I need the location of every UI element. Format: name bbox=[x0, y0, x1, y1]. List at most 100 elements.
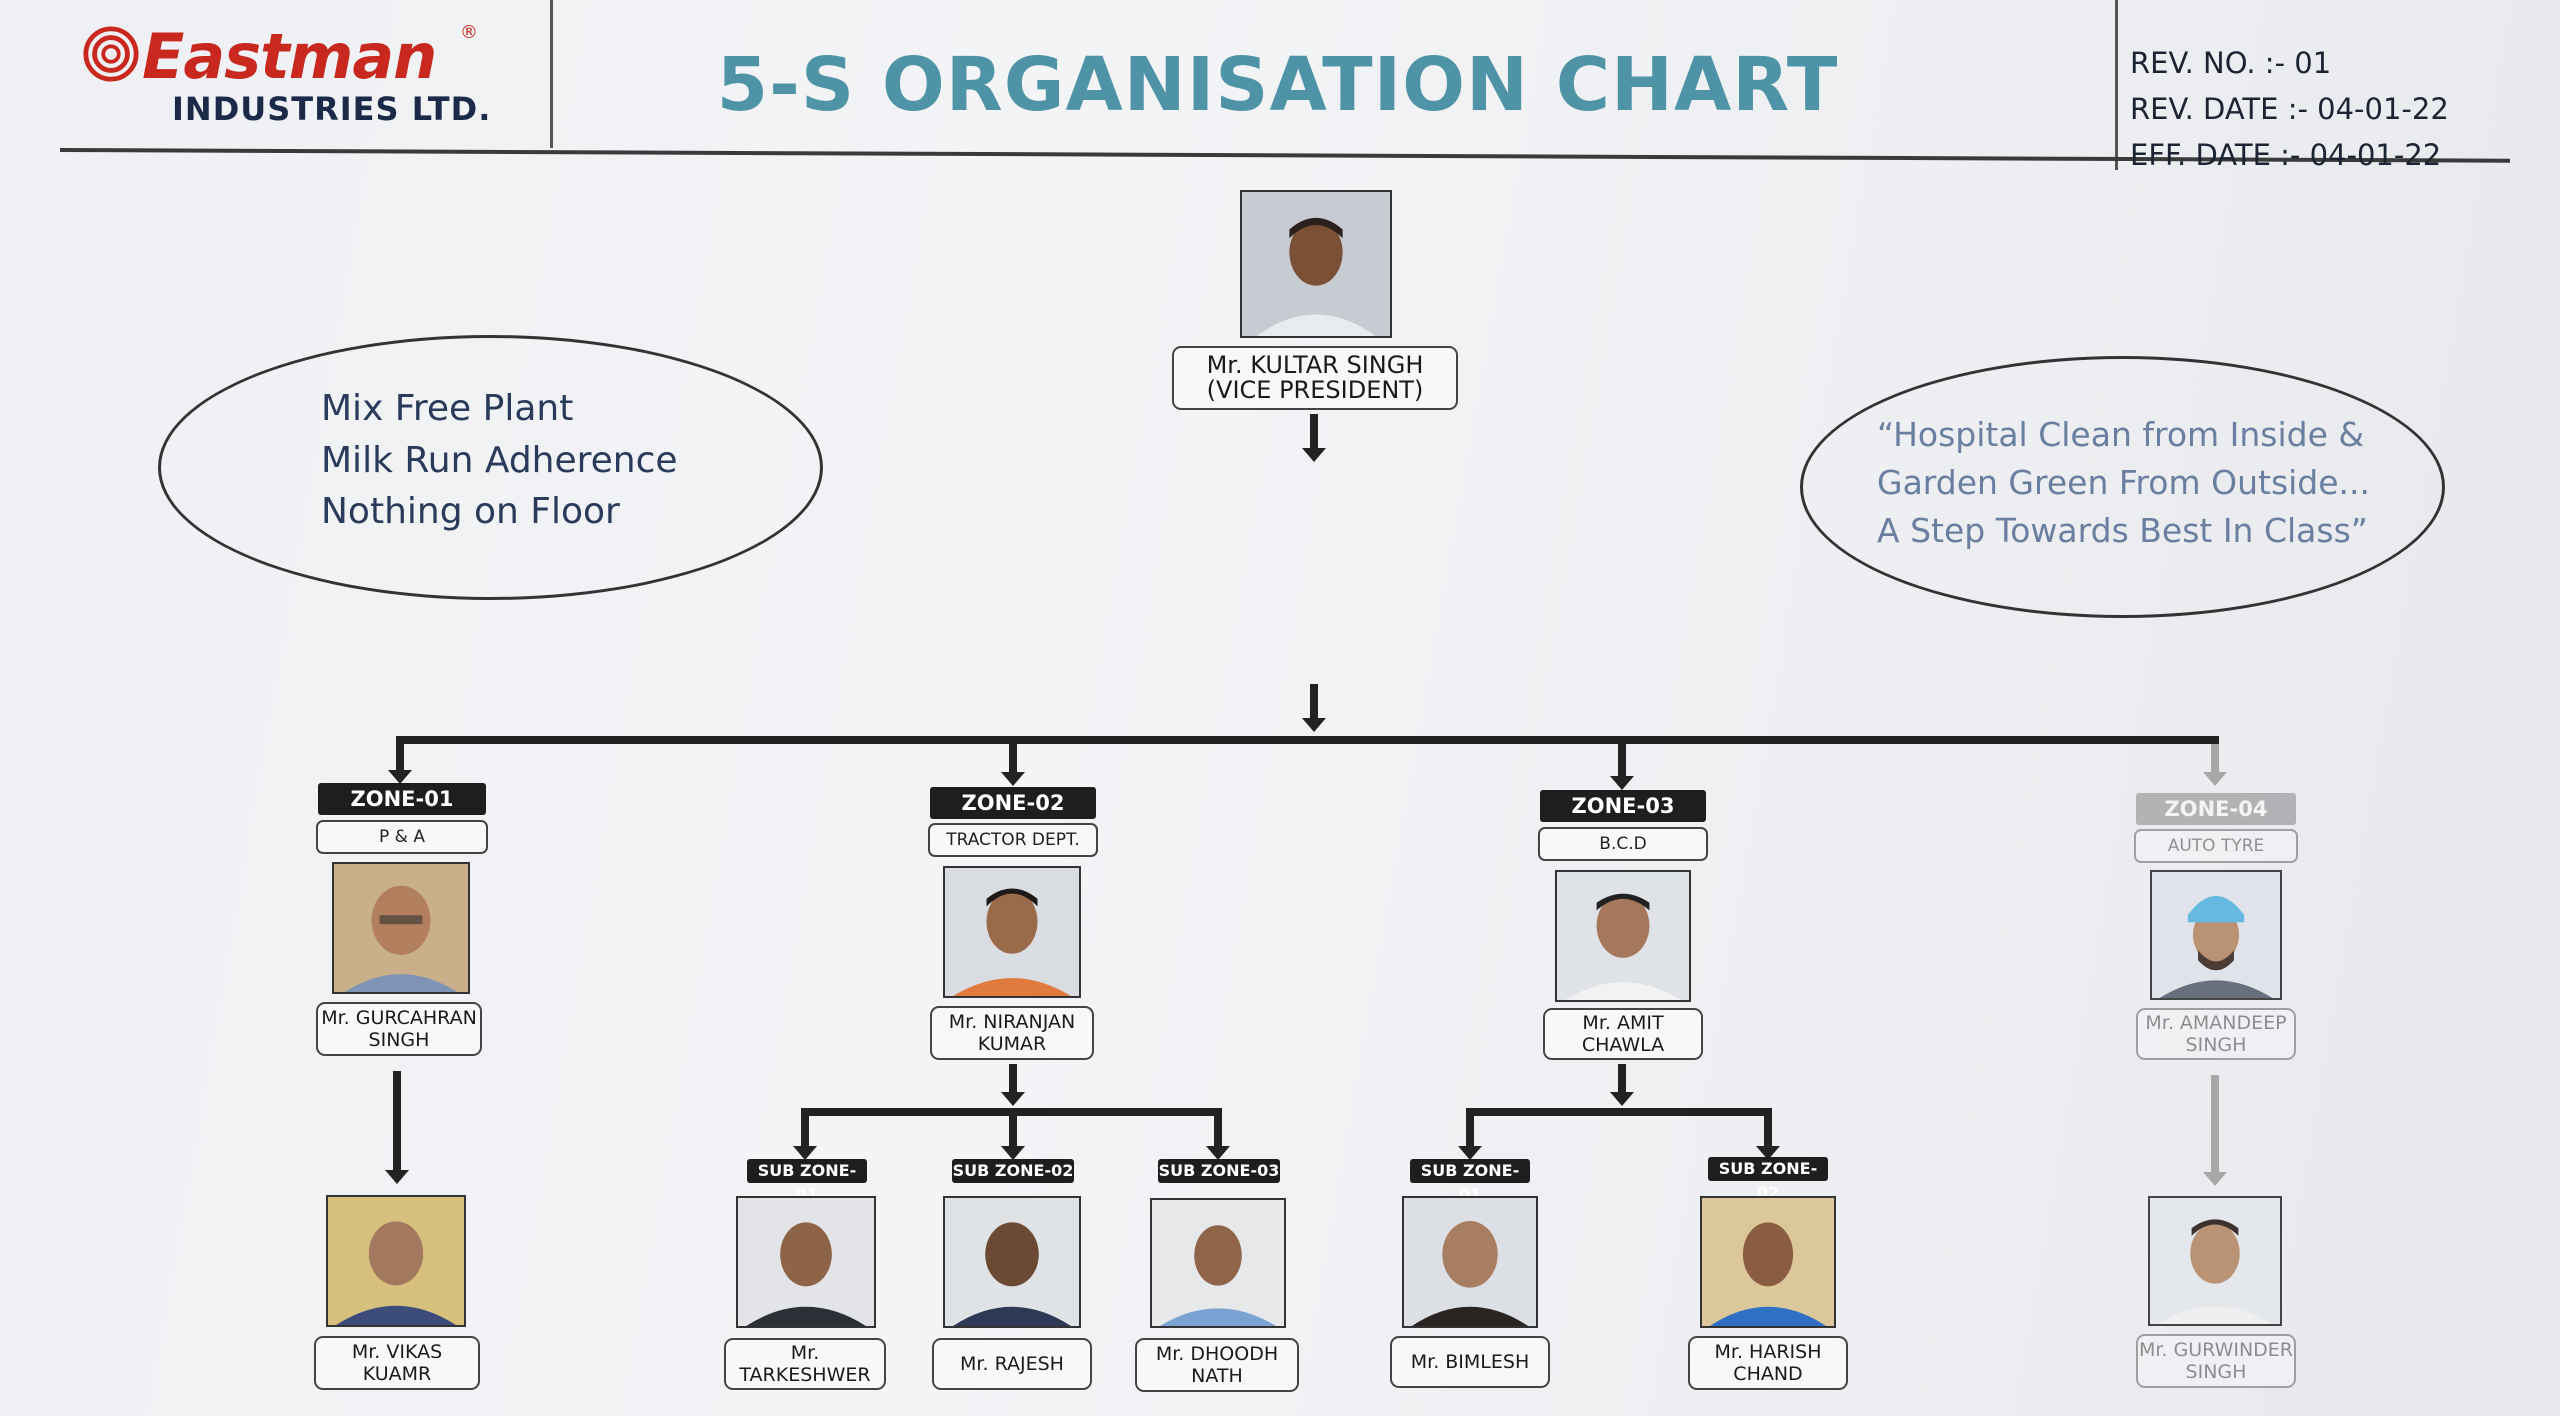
rev-row: REV. DATE :- 04-01-22 bbox=[2130, 92, 2449, 126]
namebox-zone03-head: Mr. AMIT CHAWLA bbox=[1543, 1008, 1703, 1060]
goal-text: Mix Free Plant bbox=[321, 388, 574, 429]
person-name: Mr. AMIT bbox=[1582, 1012, 1664, 1034]
dept-label: B.C.D bbox=[1538, 827, 1708, 861]
namebox-zone02-sub02: Mr. RAJESH bbox=[932, 1338, 1092, 1390]
namebox-zone04-sub: Mr. GURWINDER SINGH bbox=[2136, 1334, 2296, 1388]
photo-zone03-sub02 bbox=[1700, 1196, 1836, 1328]
header-divider bbox=[550, 0, 553, 148]
person-name: Mr. TARKESHWER bbox=[739, 1342, 871, 1386]
arrow-head bbox=[2203, 1172, 2227, 1186]
arrow-head bbox=[1001, 772, 1025, 786]
arrow-head bbox=[793, 1146, 817, 1160]
photo-zone03-head bbox=[1555, 870, 1691, 1002]
person-name: Mr. NIRANJAN bbox=[948, 1011, 1076, 1033]
rev-row: EFF. DATE :- 04-01-22 bbox=[2130, 138, 2442, 172]
dept-label: P & A bbox=[316, 820, 488, 854]
goal-text: Milk Run Adherence bbox=[321, 440, 678, 481]
eastman-swirl-icon bbox=[83, 26, 139, 82]
person-name: Mr. RAJESH bbox=[960, 1353, 1064, 1375]
subzone-label: SUB ZONE-03 bbox=[1158, 1159, 1280, 1183]
person-photo-icon bbox=[945, 1198, 1079, 1326]
brand-subtitle: INDUSTRIES LTD. bbox=[172, 90, 492, 128]
arrow-head bbox=[1458, 1146, 1482, 1160]
person-photo-icon bbox=[1152, 1200, 1284, 1326]
person-name: KUAMR bbox=[362, 1363, 432, 1385]
person-photo-icon bbox=[334, 864, 468, 992]
subzone-label: SUB ZONE-02 bbox=[952, 1159, 1074, 1183]
arrow-head bbox=[1610, 776, 1634, 790]
photo-zone02-sub01 bbox=[736, 1196, 876, 1328]
header-divider bbox=[2115, 0, 2118, 170]
dept-label: AUTO TYRE bbox=[2134, 829, 2298, 863]
subzone-label: SUB ZONE-01 bbox=[1410, 1159, 1530, 1204]
photo-zone01-sub bbox=[326, 1195, 466, 1327]
person-name: Mr. BIMLESH bbox=[1410, 1351, 1530, 1373]
subzone-label: SUB ZONE-01 bbox=[747, 1159, 867, 1204]
person-name: Mr. GURCAHRAN bbox=[321, 1007, 477, 1029]
person-role: (VICE PRESIDENT) bbox=[1206, 376, 1424, 404]
zone-label: ZONE-04 bbox=[2136, 793, 2296, 825]
person-photo-icon bbox=[2150, 1198, 2280, 1324]
namebox-zone03-sub01: Mr. BIMLESH bbox=[1390, 1336, 1550, 1388]
namebox-vice-president: Mr. KULTAR SINGH (VICE PRESIDENT) bbox=[1172, 346, 1458, 410]
zone-label: ZONE-01 bbox=[318, 783, 486, 815]
arrow-head bbox=[1610, 1092, 1634, 1106]
goals-ellipse: Mix Free Plant Milk Run Adherence Nothin… bbox=[158, 335, 823, 600]
person-name: Mr. HARISH bbox=[1714, 1341, 1822, 1363]
person-name: Mr. AMANDEEP bbox=[2145, 1012, 2287, 1034]
person-photo-icon bbox=[328, 1197, 464, 1325]
arrow-head bbox=[388, 770, 412, 784]
brand-name: Eastman bbox=[142, 20, 437, 93]
photo-zone02-head bbox=[943, 866, 1081, 998]
zone-label: ZONE-02 bbox=[930, 787, 1096, 819]
namebox-zone01-head: Mr. GURCAHRAN SINGH bbox=[316, 1002, 482, 1056]
person-name: CHAND bbox=[1733, 1363, 1803, 1385]
namebox-zone02-head: Mr. NIRANJAN KUMAR bbox=[930, 1006, 1094, 1060]
slogan-text: A Step Towards Best In Class” bbox=[1877, 511, 2368, 550]
person-name: SINGH bbox=[2185, 1361, 2247, 1383]
arrow-head bbox=[1206, 1146, 1230, 1160]
rev-row: REV. NO. :- 01 bbox=[2130, 46, 2332, 80]
person-photo-icon bbox=[738, 1198, 874, 1326]
arrow-head bbox=[1001, 1146, 1025, 1160]
photo-zone04-sub bbox=[2148, 1196, 2282, 1326]
arrow-head bbox=[1001, 1092, 1025, 1106]
namebox-zone02-sub03: Mr. DHOODH NATH bbox=[1135, 1338, 1299, 1392]
namebox-zone04-head: Mr. AMANDEEP SINGH bbox=[2136, 1008, 2296, 1060]
photo-vice-president bbox=[1240, 190, 1392, 338]
photo-zone02-sub03 bbox=[1150, 1198, 1286, 1328]
company-logo: Eastman ® INDUSTRIES LTD. bbox=[82, 20, 502, 140]
person-photo-icon bbox=[2152, 872, 2280, 998]
person-name: KUMAR bbox=[977, 1033, 1047, 1055]
person-name: CHAWLA bbox=[1581, 1034, 1665, 1056]
arrow-head bbox=[2203, 772, 2227, 786]
zone-label: ZONE-03 bbox=[1540, 790, 1706, 822]
namebox-zone02-sub01: Mr. TARKESHWER bbox=[724, 1338, 886, 1390]
person-name: SINGH bbox=[368, 1029, 430, 1051]
dept-label: TRACTOR DEPT. bbox=[928, 823, 1098, 857]
arrow-head bbox=[385, 1170, 409, 1184]
revision-block: REV. NO. :- 01 REV. DATE :- 04-01-22 EFF… bbox=[2130, 40, 2449, 178]
person-name: SINGH bbox=[2185, 1034, 2247, 1056]
photo-zone04-head bbox=[2150, 870, 2282, 1000]
person-name: Mr. KULTAR SINGH bbox=[1206, 351, 1424, 379]
arrow-head bbox=[1302, 448, 1326, 462]
goal-text: Nothing on Floor bbox=[321, 491, 620, 532]
person-name: Mr. DHOODH bbox=[1155, 1343, 1279, 1365]
slogan-ellipse: “Hospital Clean from Inside & Garden Gre… bbox=[1800, 356, 2445, 618]
slogan-text: Garden Green From Outside... bbox=[1877, 463, 2371, 502]
photo-zone02-sub02 bbox=[943, 1196, 1081, 1328]
namebox-zone03-sub02: Mr. HARISH CHAND bbox=[1688, 1336, 1848, 1390]
arrow-head bbox=[1302, 718, 1326, 732]
person-photo-icon bbox=[1242, 192, 1390, 336]
namebox-zone01-sub: Mr. VIKAS KUAMR bbox=[314, 1336, 480, 1390]
photo-zone01-head bbox=[332, 862, 470, 994]
photo-zone03-sub01 bbox=[1402, 1196, 1538, 1328]
slogan-text: “Hospital Clean from Inside & bbox=[1877, 415, 2365, 454]
person-name: NATH bbox=[1191, 1365, 1243, 1387]
person-photo-icon bbox=[1404, 1198, 1536, 1326]
page-title: 5-S ORGANISATION CHART bbox=[716, 42, 1839, 128]
subzone-label: SUB ZONE-02 bbox=[1708, 1157, 1828, 1202]
person-name: Mr. VIKAS bbox=[351, 1341, 443, 1363]
